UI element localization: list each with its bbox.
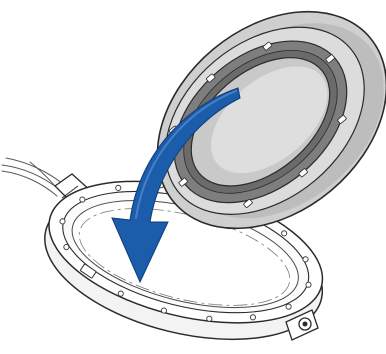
cable — [2, 158, 63, 196]
